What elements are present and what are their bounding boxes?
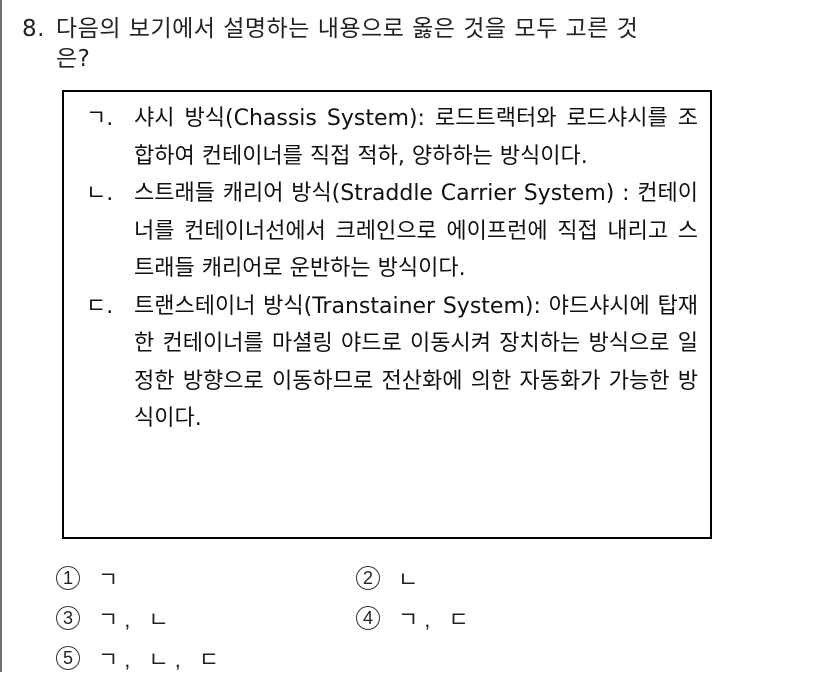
answer-choices: 1 ㄱ 2 ㄴ 3 ㄱ, ㄴ 4 ㄱ, ㄷ 5 ㄱ, ㄴ, ㄷ [56, 558, 656, 678]
choice-1[interactable]: 1 ㄱ [56, 562, 356, 594]
choice-text: ㄱ, ㄴ, ㄷ [98, 647, 226, 672]
choice-number-circle: 3 [56, 606, 80, 630]
item-text: 스트래들 캐리어 방식(Straddle Carrier System) : 컨… [134, 181, 698, 281]
example-item-c: ㄷ. 트랜스테이너 방식(Transtainer System): 야드샤시에 … [86, 288, 698, 438]
example-item-b: ㄴ. 스트래들 캐리어 방식(Straddle Carrier System) … [86, 175, 698, 288]
choice-5[interactable]: 5 ㄱ, ㄴ, ㄷ [56, 642, 356, 674]
choice-number-circle: 1 [56, 566, 80, 590]
choice-number-circle: 4 [356, 606, 380, 630]
example-item-a: ㄱ. 샤시 방식(Chassis System): 로드트랙터와 로드샤시를 조… [86, 100, 698, 175]
choice-text: ㄴ [398, 567, 425, 592]
item-marker: ㄴ. [86, 181, 114, 206]
choice-number-circle: 5 [56, 646, 80, 670]
example-box: ㄱ. 샤시 방식(Chassis System): 로드트랙터와 로드샤시를 조… [62, 90, 712, 539]
choice-text: ㄱ [98, 567, 125, 592]
example-items: ㄱ. 샤시 방식(Chassis System): 로드트랙터와 로드샤시를 조… [86, 100, 698, 438]
choice-2[interactable]: 2 ㄴ [356, 562, 656, 594]
page-left-border [0, 0, 2, 672]
choice-number-circle: 2 [356, 566, 380, 590]
question-text: 다음의 보기에서 설명하는 내용으로 옳은 것을 모두 고른 것 [56, 16, 639, 42]
item-text: 트랜스테이너 방식(Transtainer System): 야드샤시에 탑재한… [134, 293, 698, 432]
choice-4[interactable]: 4 ㄱ, ㄷ [356, 602, 656, 634]
choice-text: ㄱ, ㄴ [98, 607, 175, 632]
item-marker: ㄱ. [86, 106, 114, 131]
question-text-continued: 은? [56, 46, 91, 72]
question: 8. 다음의 보기에서 설명하는 내용으로 옳은 것을 모두 고른 것 은? [22, 14, 782, 74]
choice-3[interactable]: 3 ㄱ, ㄴ [56, 602, 356, 634]
item-text: 샤시 방식(Chassis System): 로드트랙터와 로드샤시를 조합하여… [134, 106, 698, 169]
item-marker: ㄷ. [86, 293, 114, 319]
question-number: 8. [22, 16, 45, 42]
choice-text: ㄱ, ㄷ [398, 607, 475, 632]
